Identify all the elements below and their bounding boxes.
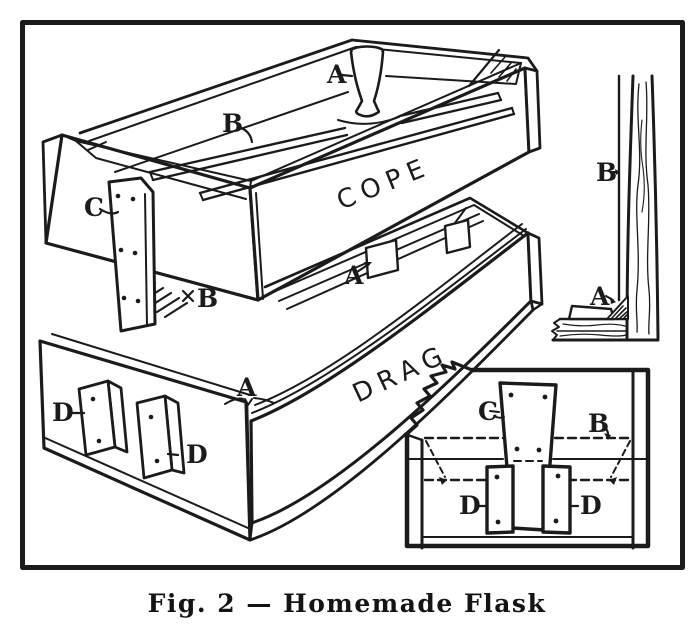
cleat-c <box>107 176 157 333</box>
arrow-icon <box>439 477 447 485</box>
wood-grain-vertical <box>635 81 651 335</box>
cope-front-edge <box>523 66 542 154</box>
figure-frame <box>20 20 685 570</box>
arrow-icon <box>604 433 611 440</box>
section-fillet <box>606 295 629 320</box>
wood-grain-horizontal <box>559 323 627 337</box>
detail-callout-d-right: D <box>580 491 602 520</box>
section-view: B A <box>551 74 660 342</box>
callout-d-guide-right: D <box>186 440 208 469</box>
callout-b-drag-rail: B <box>197 284 218 313</box>
arrow-icon <box>610 297 616 304</box>
detail-callout-d-left: D <box>459 491 481 520</box>
detail-callout-b: B <box>588 409 609 438</box>
callout-a-drag-corner: A <box>236 373 257 402</box>
detail-callout-c: C <box>478 397 498 426</box>
sprue-funnel <box>337 45 400 125</box>
callout-b-cope-rail: B <box>222 109 243 138</box>
figure-caption: Fig. 2 — Homemade Flask <box>148 589 547 618</box>
main-callouts: A B C A B A D D <box>52 60 372 469</box>
callout-a-sprue: A <box>326 60 347 89</box>
arrow-icon <box>609 477 617 485</box>
callout-d-guide-left: D <box>52 398 74 427</box>
x-mark-icon <box>181 289 195 303</box>
guide-block-right <box>135 394 186 480</box>
callout-c-cleat: C <box>84 193 104 222</box>
section-callout-b: B <box>596 158 617 187</box>
arrow-icon <box>615 169 620 175</box>
cope-rails <box>148 91 516 202</box>
detail-guide-right <box>541 464 572 535</box>
guide-block-left <box>77 379 129 457</box>
arrow-icon <box>364 262 372 268</box>
drag-cross-rail <box>443 218 472 255</box>
callout-a-drag-ledge: A <box>343 261 364 290</box>
end-view-detail: C B D D <box>403 360 651 550</box>
drag-cross-rail <box>364 238 400 280</box>
break-line <box>405 360 474 436</box>
drag-front-edge <box>526 231 544 306</box>
detail-guide-left <box>485 464 515 535</box>
section-callout-a: A <box>589 282 610 311</box>
